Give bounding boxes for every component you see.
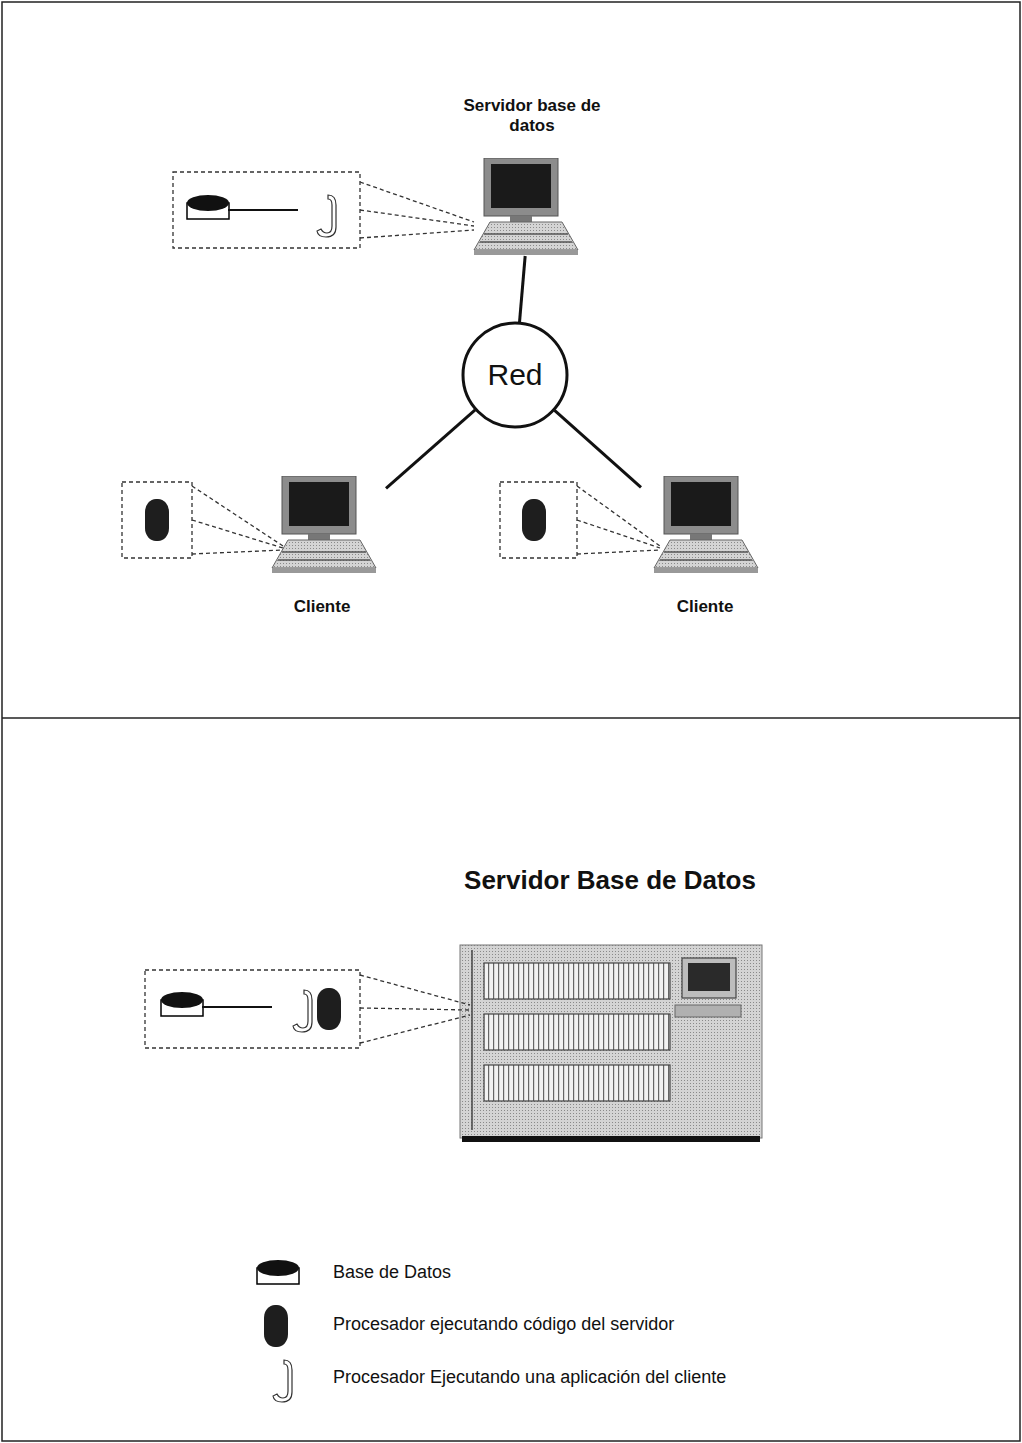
network-link	[555, 410, 641, 487]
node-label: Cliente	[641, 597, 769, 617]
network-link	[520, 256, 526, 322]
legend-text: Procesador ejecutando código del servido…	[333, 1314, 674, 1335]
legend-text: Base de Datos	[333, 1262, 451, 1283]
network-circle: Red	[460, 320, 570, 430]
node-label: Servidor Base de Datos	[451, 865, 769, 896]
node-label: Red	[487, 357, 542, 393]
server-cabinet: Servidor Base de Datos	[451, 865, 769, 1147]
client-computer: Cliente	[641, 472, 769, 617]
server-computer: Servidor base de datos	[448, 96, 616, 256]
node-label: Cliente	[258, 597, 386, 617]
network-link	[386, 410, 475, 488]
client-computer: Cliente	[258, 472, 386, 617]
legend-text: Procesador Ejecutando una aplicación del…	[333, 1367, 726, 1388]
node-label: Servidor base de datos	[448, 96, 616, 137]
